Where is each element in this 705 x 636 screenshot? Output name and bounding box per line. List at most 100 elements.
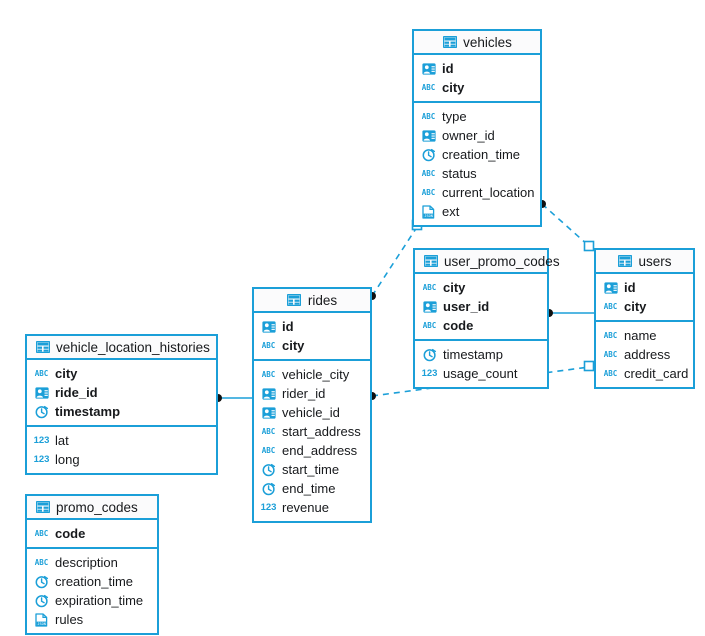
relationship-line	[371, 226, 418, 297]
abc-text-icon: ABC	[261, 340, 276, 350]
field-row-users-city[interactable]: ABC city	[596, 297, 693, 316]
field-label: expiration_time	[55, 593, 144, 608]
field-label: type	[442, 109, 467, 124]
field-label: timestamp	[443, 347, 503, 362]
table-header-user_promo_codes[interactable]: user_promo_codes	[415, 250, 560, 274]
field-label: id	[624, 280, 636, 295]
table-name-label: promo_codes	[56, 499, 138, 515]
relationship-one-marker	[583, 360, 595, 372]
table-icon	[617, 254, 632, 269]
relationship-line	[541, 203, 590, 247]
id-badge-icon	[421, 128, 436, 143]
id-badge-icon	[603, 280, 618, 295]
field-label: owner_id	[442, 128, 495, 143]
abc-text-icon: ABC	[603, 349, 618, 359]
table-name-label: vehicle_location_histories	[56, 339, 210, 355]
field-label: user_id	[443, 299, 490, 314]
field-row-user_promo_codes-user_id[interactable]: user_id	[415, 297, 547, 316]
abc-text-icon: ABC	[34, 528, 49, 538]
field-row-rides-vehicle_id[interactable]: vehicle_id	[254, 403, 370, 422]
id-badge-icon	[422, 299, 437, 314]
123-number-icon: 123	[421, 367, 438, 379]
clock-icon	[422, 347, 437, 362]
field-row-promo_codes-expiration_time[interactable]: expiration_time	[27, 591, 157, 610]
table-header-vehicle_location_histories[interactable]: vehicle_location_histories	[27, 336, 216, 360]
field-row-rides-id[interactable]: id	[254, 317, 370, 336]
field-row-users-id[interactable]: id	[596, 278, 693, 297]
field-label: id	[442, 61, 454, 76]
relationship-rel-vlh-rides	[214, 394, 252, 402]
field-row-vehicles-ext[interactable]: JSON ext	[414, 202, 540, 221]
field-row-rides-rider_id[interactable]: rider_id	[254, 384, 370, 403]
field-label: ext	[442, 204, 460, 219]
id-badge-icon	[421, 61, 436, 76]
table-header-rides[interactable]: rides	[254, 289, 370, 313]
field-label: city	[624, 299, 647, 314]
table-icon	[423, 254, 438, 269]
table-name-label: users	[638, 253, 672, 269]
table-icon	[35, 340, 50, 355]
svg-text:JSON: JSON	[424, 214, 432, 218]
table-name-label: vehicles	[463, 34, 512, 50]
relationship-rel-upc-users	[545, 309, 594, 317]
abc-text-icon: ABC	[422, 282, 437, 292]
table-header-promo_codes[interactable]: promo_codes	[27, 496, 157, 520]
field-row-user_promo_codes-timestamp[interactable]: timestamp	[415, 345, 547, 364]
field-row-promo_codes-creation_time[interactable]: creation_time	[27, 572, 157, 591]
relationship-rel-vehicles-users	[538, 200, 595, 252]
abc-text-icon: ABC	[421, 168, 436, 178]
field-row-vehicles-id[interactable]: id	[414, 59, 540, 78]
field-label: name	[624, 328, 657, 343]
table-icon	[287, 293, 302, 308]
table-name-label: rides	[307, 292, 338, 308]
table-header-users[interactable]: users	[596, 250, 693, 274]
field-row-rides-end_time[interactable]: end_time	[254, 479, 370, 498]
abc-text-icon: ABC	[603, 301, 618, 311]
field-row-rides-start_time[interactable]: start_time	[254, 460, 370, 479]
field-label: end_time	[282, 481, 336, 496]
field-row-vehicles-owner_id[interactable]: owner_id	[414, 126, 540, 145]
json-file-icon: JSON	[34, 612, 49, 627]
abc-text-icon: ABC	[421, 82, 436, 92]
field-row-vehicle_location_histories-ride_id[interactable]: ride_id	[27, 383, 216, 402]
table-header-vehicles[interactable]: vehicles	[414, 31, 540, 55]
field-row-vehicles-creation_time[interactable]: creation_time	[414, 145, 540, 164]
field-row-vehicle_location_histories-timestamp[interactable]: timestamp	[27, 402, 216, 421]
abc-text-icon: ABC	[261, 445, 276, 455]
field-label: ride_id	[55, 385, 98, 400]
